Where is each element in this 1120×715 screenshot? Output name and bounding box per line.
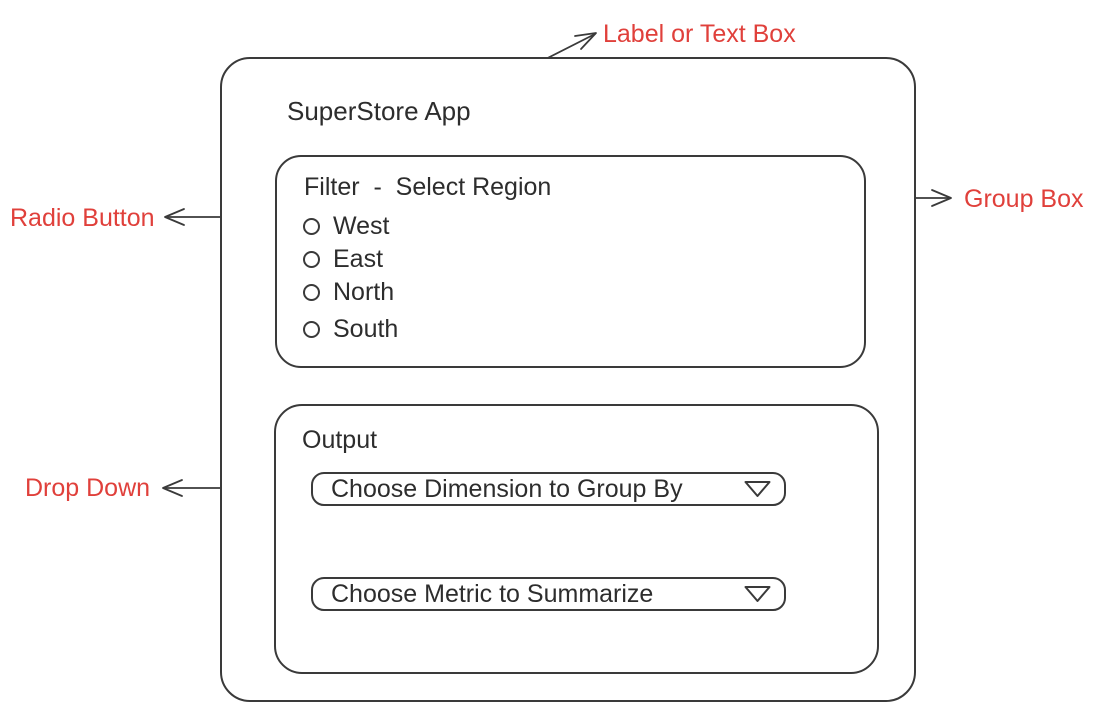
annotation-group-box: Group Box — [964, 185, 1084, 213]
radio-option-west[interactable]: West — [303, 213, 390, 239]
annotation-radio-button: Radio Button — [10, 204, 155, 232]
arrow-head-icon — [162, 479, 183, 497]
chevron-down-icon — [744, 586, 771, 602]
dropdown-value: Choose Dimension to Group By — [331, 474, 683, 503]
app-window-box: SuperStore App Filter - Select Region We… — [220, 57, 916, 702]
output-group-title: Output — [302, 426, 378, 454]
annotation-drop-down: Drop Down — [25, 474, 151, 502]
radio-option-label: South — [333, 315, 399, 343]
filter-group-box: Filter - Select Region West East North S… — [275, 155, 866, 368]
radio-option-label: West — [333, 212, 390, 240]
annotation-label-or-text-box: Label or Text Box — [603, 20, 796, 48]
arrow-head-icon — [164, 208, 185, 226]
app-title: SuperStore App — [287, 96, 471, 126]
output-group-box: Output Choose Dimension to Group By Choo… — [274, 404, 879, 674]
filter-group-title: Filter - Select Region — [304, 173, 552, 201]
radio-button-icon[interactable] — [303, 250, 320, 268]
radio-button-icon[interactable] — [303, 217, 320, 235]
arrow-head-icon — [931, 189, 952, 207]
dropdown-value: Choose Metric to Summarize — [331, 579, 654, 608]
radio-button-icon[interactable] — [303, 283, 320, 301]
radio-button-icon[interactable] — [303, 320, 320, 338]
radio-option-south[interactable]: South — [303, 316, 398, 342]
radio-option-label: East — [333, 245, 384, 273]
arrow-head-icon — [574, 32, 597, 50]
radio-option-north[interactable]: North — [303, 279, 394, 305]
dropdown-metric[interactable]: Choose Metric to Summarize — [311, 577, 786, 611]
chevron-down-icon — [744, 481, 771, 497]
radio-option-label: North — [333, 278, 395, 306]
radio-option-east[interactable]: East — [303, 246, 383, 272]
dropdown-dimension[interactable]: Choose Dimension to Group By — [311, 472, 786, 506]
